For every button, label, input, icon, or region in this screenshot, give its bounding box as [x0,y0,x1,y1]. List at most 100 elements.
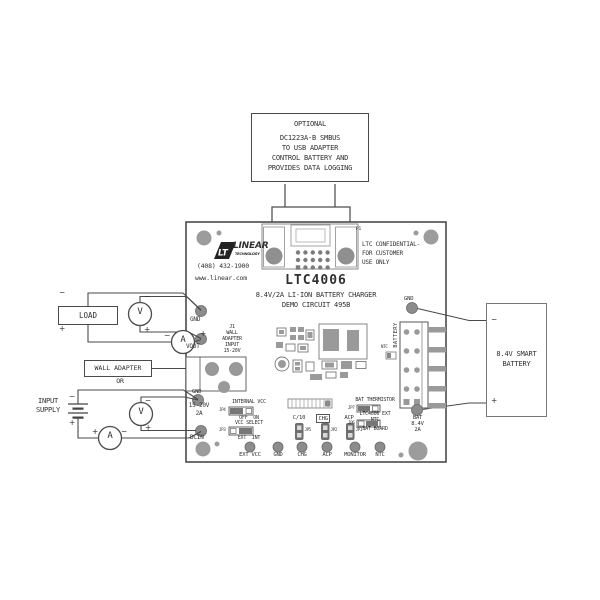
input-supply-line: SUPPLY [35,406,61,414]
vcc-select-options: EXT INT [237,434,261,441]
brand-name: LINEAR [233,241,269,251]
ntc-jumper-label: NTC [370,416,380,423]
wall-adapter-jack [185,356,247,393]
voltmeter-label: V [137,307,143,317]
ntc-jumper-ref: JP6 [348,420,355,425]
status-jumpers [295,423,355,440]
confidential-line: LTC CONFIDENTIAL- [362,241,421,248]
bottom-terminal-label: EXT VCC [239,452,261,458]
bat-terminal-line: BAT [412,415,423,421]
dcin-rating-line: 2A [195,410,203,417]
bottom-terminal-label: NTC [375,452,385,458]
internal-vcc-label: INTERNAL VCC [232,399,266,405]
bottom-terminals [244,441,386,453]
battery-gnd-label: GND [404,296,414,302]
optional-note-line: TO USB ADAPTER [281,144,339,153]
c10-ref: JP5 [304,427,312,432]
mounting-holes [195,229,439,461]
c10-label: C/10 [292,415,306,421]
battery-terminals [406,302,423,416]
vcc-select-ref: JP3 [219,427,226,432]
smbus-connector-ref: P1 [356,227,362,232]
brand-phone: (408) 432-1900 [197,262,249,270]
ntc-jumper-options: BAT BOARD [362,425,388,432]
optional-note-line: DC1223A-B SMBUS [279,134,341,143]
dcin-rating-line: 15-20V [188,402,210,409]
smbus-cable [271,184,351,224]
battery-connector [399,321,446,409]
lt-logo-icon: LT [214,242,236,259]
smbus-connector-footprint [261,223,359,270]
optional-note-box: OPTIONAL DC1223A-B SMBUS TO USB ADAPTER … [251,113,369,182]
bottom-terminal-label: MONITOR [344,452,366,458]
bat-terminal-line: 8.4V [411,421,424,427]
meter-circles [97,301,196,451]
thermistor-jumpers [356,404,381,428]
svg-text:LT: LT [218,249,229,259]
polarity-plus: + [144,325,151,334]
bottom-terminal-label: GND [273,452,283,458]
board-description: 8.4V/2A LI-ION BATTERY CHARGER [255,291,377,299]
ntc-small-label: NTC [381,344,388,349]
wall-input-line: ADAPTER [222,336,242,342]
dcin-label: DCIN [190,434,204,441]
battery-symbol-icon [68,403,88,419]
bat-thermistor-options: LTC4006 EXT [359,411,391,417]
vcc-select-label: VCC SELECT [234,420,264,426]
bat-thermistor-ref: JP7 [348,405,355,410]
polarity-plus: + [69,418,76,427]
polarity-plus: + [200,329,207,338]
acp-ref: JP1 [355,427,363,432]
bat-thermistor-label: BAT THERMISTOR [355,397,395,403]
brand-name-sub: TECHNOLOGY [235,252,260,256]
gnd-top-label: GND [190,316,201,323]
polarity-minus: − [69,392,76,401]
header-comb [287,398,333,409]
polarity-plus: + [92,427,99,436]
wall-input-line: WALL [226,330,238,336]
chg-ref: JP2 [330,427,338,432]
load-box: LOAD [58,306,118,325]
battery-connector-label: BATTERY [392,322,399,348]
wall-input-line: INPUT [224,342,240,348]
ammeter-label: A [180,335,186,345]
gnd-bottom-label: GND [192,389,202,395]
brand-website: www.linear.com [195,274,247,282]
polarity-minus: − [164,331,171,340]
component-cluster [274,323,368,380]
smart-battery-line: BATTERY [502,360,531,368]
polarity-minus: − [145,396,152,405]
confidential-line: USE ONLY [362,259,390,266]
polarity-minus: − [144,292,151,301]
polarity-plus: + [145,423,152,432]
polarity-minus: − [121,427,128,436]
demo-circuit-label: DEMO CIRCUIT 495B [281,301,351,309]
ammeter-label: A [107,431,113,441]
smart-battery-box: − + 8.4V SMART BATTERY [486,303,547,417]
acp-label: ACP [344,415,354,421]
optional-note-title: OPTIONAL [293,120,327,128]
page-title: LTC4006 [285,273,347,288]
ntc-small-jumper [385,351,397,360]
wall-input-line: 15-20V [223,348,241,354]
wall-adapter-box: WALL ADAPTER [84,360,152,377]
polarity-minus: − [59,288,66,297]
chg-label: CHG [316,414,331,424]
voltmeter-label: V [138,407,144,417]
bat-terminal-line: 2A [414,427,421,433]
vcc-jumpers [228,406,254,436]
polarity-minus: − [491,315,498,324]
input-supply-line: INPUT [37,397,59,405]
smart-battery-line: 8.4V SMART [496,350,537,358]
vout-label: VOUT [186,343,200,350]
internal-vcc-ref: JP4 [219,407,226,412]
polarity-plus: + [59,324,66,333]
bottom-terminal-label: ACP [322,452,332,458]
confidential-line: FOR CUSTOMER [362,250,403,257]
internal-vcc-options: OFF ON [239,414,259,421]
polarity-plus: + [491,396,498,405]
bottom-terminal-label: CHG [297,452,307,458]
or-label: OR [116,377,124,385]
